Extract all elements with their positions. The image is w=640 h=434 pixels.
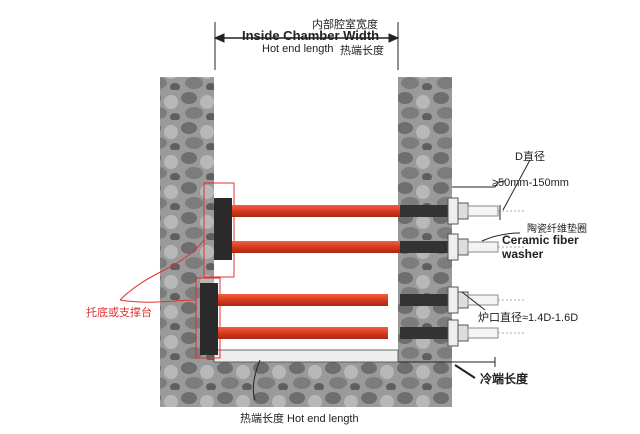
hot-end-bottom-label: 热端长度 Hot end length <box>240 411 359 425</box>
washer-en-2: washer <box>501 247 544 261</box>
cold-end-rod <box>400 327 450 339</box>
cold-end-rod <box>400 241 450 253</box>
support-label: 托底或支撑台 <box>86 305 152 319</box>
chamber-width-cn: 内部腔室宽度 <box>312 17 378 31</box>
cold-end-label: 冷端长度 <box>480 371 529 386</box>
hot-zone-rod <box>232 241 402 253</box>
ceramic-washer <box>447 233 459 261</box>
annotation-lines <box>252 159 531 401</box>
hot-zone-rod <box>218 327 388 339</box>
terminal <box>467 241 499 253</box>
ceramic-washer <box>447 197 459 225</box>
hot-end-cn-top: 热端长度 <box>340 43 384 57</box>
ceramic-washer <box>447 319 459 347</box>
clamp <box>457 291 469 309</box>
chamber-width-dimension <box>213 22 400 70</box>
hole-diameter-label: 炉口直径≈1.4D-1.6D <box>478 310 578 324</box>
chamber-width-en: Inside Chamber Width <box>242 28 379 43</box>
cold-end-rod <box>400 294 450 306</box>
cold-end-rod <box>400 205 450 217</box>
clamp <box>457 324 469 342</box>
support-blocks <box>119 182 235 359</box>
ceramic-washer <box>447 286 459 314</box>
washer-en-1: Ceramic fiber <box>502 233 579 247</box>
clamp <box>457 238 469 256</box>
hot-end-en-top: Hot end length <box>262 43 334 55</box>
washer-cn: 陶瓷纤维垫圈 <box>527 222 587 235</box>
terminal <box>467 327 499 339</box>
heating-rods <box>218 197 525 347</box>
hot-zone-rod <box>218 294 388 306</box>
terminal <box>467 205 499 217</box>
hot-zone-rod <box>232 205 402 217</box>
diameter-label: D直径 <box>515 149 545 163</box>
cold-end-range: ≥50mm-150mm <box>492 177 569 189</box>
clamp <box>457 202 469 220</box>
